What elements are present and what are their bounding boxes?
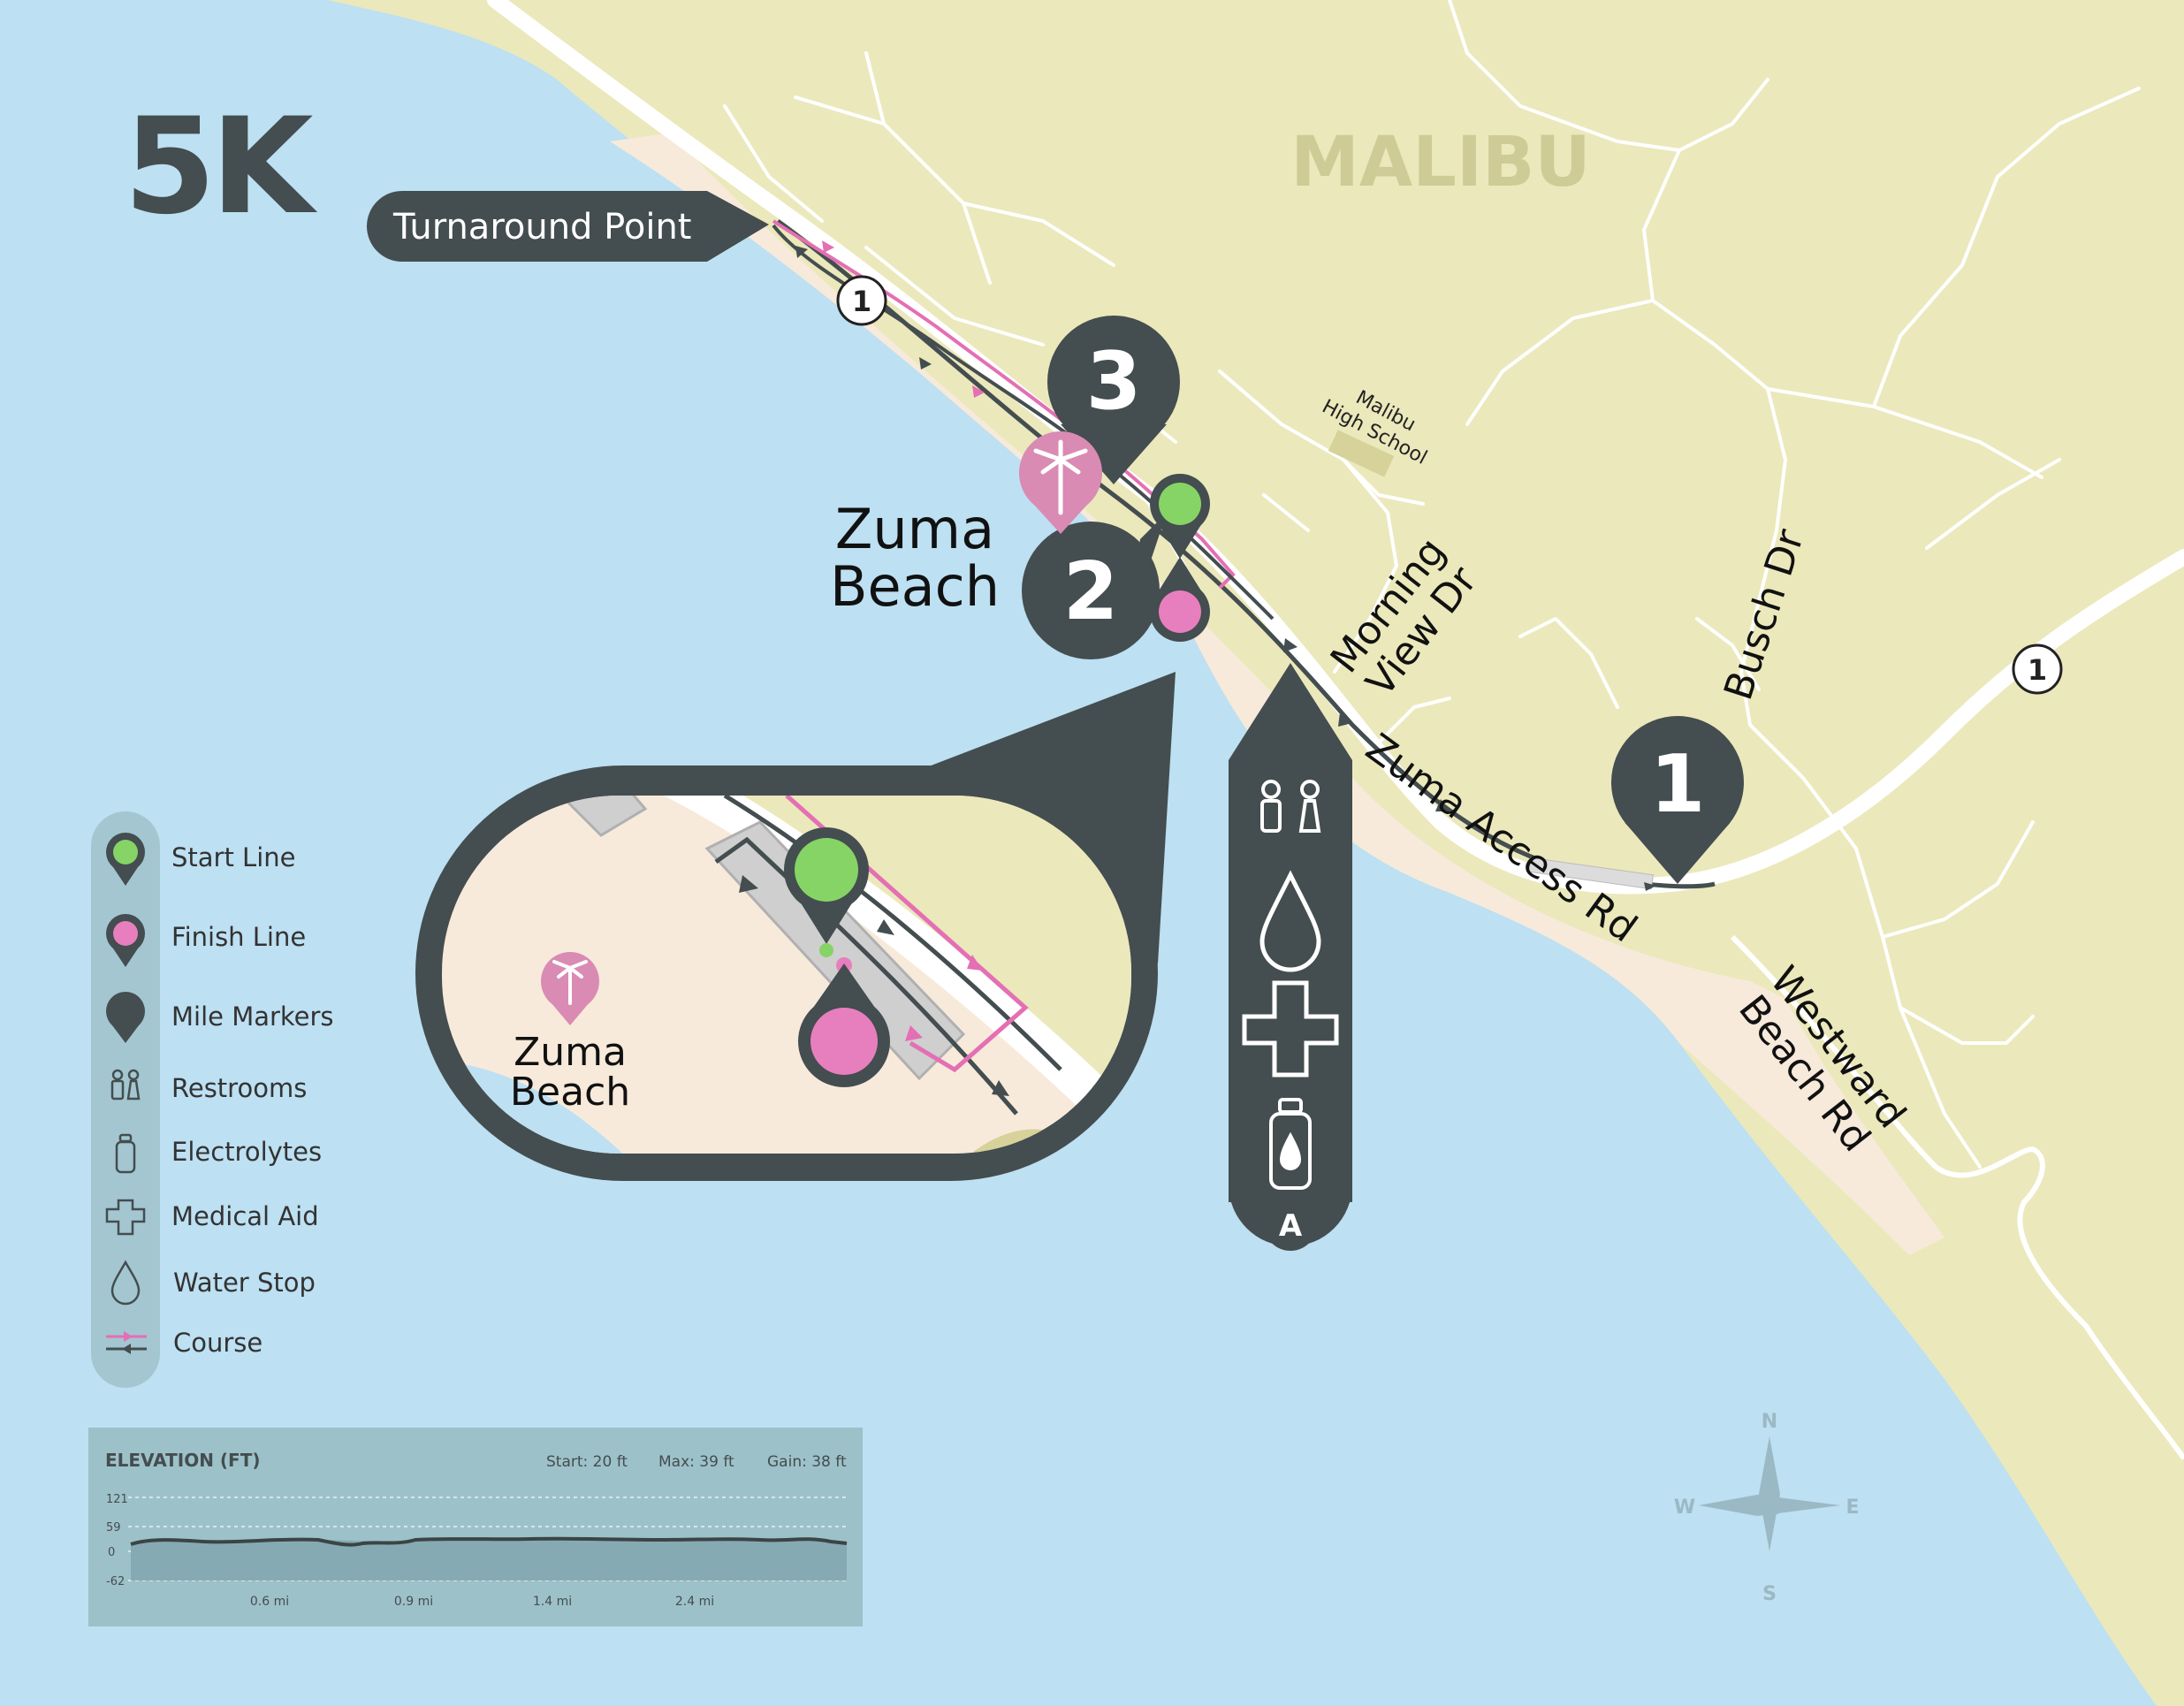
elevation-xtick: 0.6 mi — [250, 1595, 289, 1609]
start-pin-icon — [1150, 474, 1210, 559]
svg-text:1: 1 — [2028, 653, 2047, 687]
inset-place-beach: Beach — [510, 1070, 630, 1115]
school-building — [1328, 430, 1395, 477]
land-area — [327, 0, 2184, 1706]
svg-text:A: A — [1279, 1208, 1303, 1244]
legend-cross-icon — [105, 1199, 146, 1236]
svg-text:1: 1 — [1650, 738, 1706, 831]
legend-label-electrolytes: Electrolytes — [171, 1137, 322, 1167]
course-arrows — [795, 240, 1656, 891]
elevation-xtick: 0.9 mi — [394, 1595, 433, 1609]
bottle-icon — [1269, 1098, 1312, 1190]
legend-label-water: Water Stop — [173, 1268, 316, 1298]
area-label: MALIBU — [1290, 123, 1591, 202]
inset-place-zuma: Zuma — [514, 1030, 627, 1075]
legend-label-start: Start Line — [171, 842, 296, 872]
elevation-profile-fill — [131, 1538, 847, 1580]
highway-1 — [487, 0, 2184, 895]
elevation-ytick: 59 — [106, 1521, 121, 1535]
legend: Start Line Finish Line Mile Markers Rest… — [91, 811, 334, 1388]
legend-label-course: Course — [173, 1328, 263, 1358]
drop-icon — [1259, 870, 1321, 972]
finish-pin-icon — [1150, 557, 1210, 642]
svg-text:2: 2 — [1063, 545, 1119, 638]
restroom-icon — [1260, 780, 1321, 833]
compass-s: S — [1762, 1583, 1777, 1605]
elevation-ytick: 121 — [106, 1493, 128, 1506]
map-title: 5K — [124, 90, 317, 244]
beach-sand — [610, 133, 1944, 1255]
mile-marker-1: 1 — [1611, 716, 1744, 884]
mile-marker-2: 2 — [1022, 513, 1167, 659]
elevation-ytick: -62 — [106, 1575, 125, 1588]
elevation-gain: Gain: 38 ft — [767, 1453, 847, 1471]
legend-label-mile: Mile Markers — [171, 1002, 334, 1032]
elevation-xtick: 1.4 mi — [533, 1595, 572, 1609]
elevation-xtick: 2.4 mi — [675, 1595, 714, 1609]
legend-course-icon — [106, 1331, 147, 1354]
cross-icon — [1242, 980, 1339, 1078]
elevation-title: ELEVATION (FT) — [105, 1450, 261, 1471]
compass-rose: N S E W — [1674, 1411, 1860, 1605]
svg-text:Turnaround Point: Turnaround Point — [392, 207, 691, 248]
legend-bottle-icon — [115, 1133, 136, 1174]
legend-label-restrooms: Restrooms — [171, 1073, 307, 1103]
aid-station-callout: A — [1229, 663, 1352, 1251]
highway-shield-west: 1 — [836, 275, 887, 326]
svg-text:1: 1 — [852, 285, 871, 318]
inset-zoom: Zuma Beach — [415, 672, 1176, 1181]
elevation-panel: ELEVATION (FT) Start: 20 ft Max: 39 ft G… — [88, 1428, 863, 1626]
westward-beach-road — [1730, 934, 2184, 1460]
compass-e: E — [1845, 1497, 1859, 1519]
place-label-zuma: Zuma — [835, 497, 994, 561]
course-line — [772, 219, 1236, 590]
elevation-max: Max: 39 ft — [658, 1453, 734, 1471]
legend-label-medical: Medical Aid — [171, 1201, 319, 1231]
legend-label-finish: Finish Line — [171, 922, 306, 952]
inset-palm-icon — [541, 952, 599, 1025]
legend-drop-icon — [110, 1260, 141, 1306]
palm-beach-icon — [1019, 431, 1102, 534]
elevation-start: Start: 20 ft — [546, 1453, 628, 1471]
legend-start-icon — [106, 833, 145, 886]
legend-restroom-icon — [110, 1069, 141, 1101]
elevation-profile-line — [130, 1536, 848, 1547]
parking-lot — [1528, 857, 1654, 890]
highway-shield-east: 1 — [2012, 644, 2063, 695]
svg-text:3: 3 — [1086, 335, 1142, 428]
compass-n: N — [1762, 1411, 1777, 1433]
place-label-beach: Beach — [830, 554, 1000, 619]
elevation-ytick: 0 — [108, 1546, 115, 1559]
mile-marker-3: 3 — [1047, 316, 1180, 484]
turnaround-callout: Turnaround Point — [367, 191, 769, 262]
legend-finish-icon — [106, 914, 145, 967]
compass-w: W — [1674, 1497, 1695, 1519]
legend-mile-marker-icon — [106, 992, 145, 1043]
